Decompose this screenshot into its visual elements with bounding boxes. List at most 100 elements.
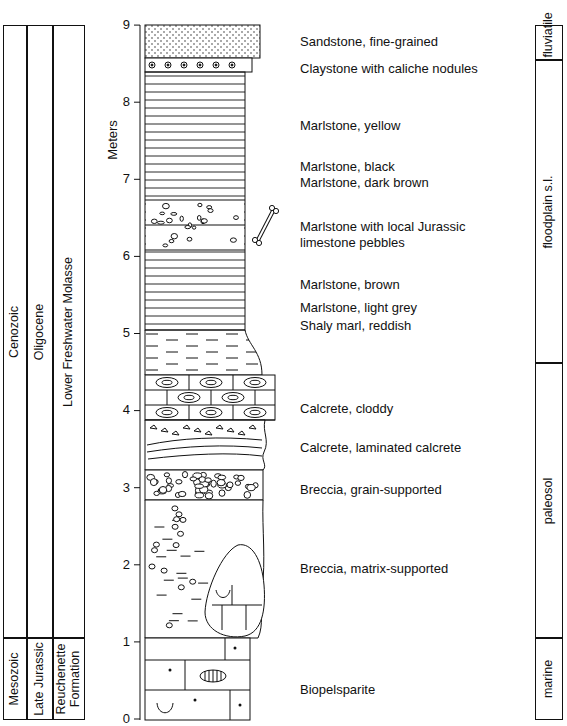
unit-band: Late Jurassic — [27, 638, 53, 720]
calcrete-nodule — [184, 395, 194, 399]
caliche-nodule — [213, 62, 219, 68]
calcrete-nodule — [162, 380, 172, 384]
pebble — [167, 218, 173, 223]
matrix-dash — [178, 578, 188, 579]
caliche-nodule — [167, 64, 169, 66]
axis-tick — [134, 719, 140, 720]
caliche-nodule — [149, 62, 155, 68]
brick-joint — [211, 390, 212, 405]
breccia-clast — [159, 487, 166, 494]
lithology-label: Marlstone, black — [300, 159, 395, 175]
axis-tick — [134, 333, 140, 334]
axis-number: 8 — [104, 94, 130, 110]
breccia-clast — [218, 475, 226, 480]
bed-line — [145, 420, 275, 421]
unit-band: floodplain s.l. — [535, 60, 563, 363]
unit-band: Mesozoic — [3, 638, 27, 720]
breccia-clast — [195, 484, 204, 488]
band-label: Cenozoic — [8, 28, 22, 635]
band-label: Mesozoic — [8, 641, 22, 717]
lithology-label: Breccia, grain-supported — [300, 482, 442, 498]
axis-number: 1 — [104, 634, 130, 650]
pebble — [192, 226, 195, 229]
calcrete-nodule — [228, 395, 238, 399]
brick-joint — [189, 405, 190, 420]
caliche-nodule — [165, 62, 171, 68]
matrix-dash — [169, 620, 179, 621]
caliche-nodule — [229, 62, 235, 68]
pebble — [151, 219, 157, 223]
breccia-clast — [205, 478, 211, 483]
breccia-clast — [161, 568, 167, 573]
breccia-clast — [179, 491, 186, 496]
breccia-clast — [211, 480, 216, 487]
unit-band: paleosol — [535, 363, 563, 638]
band-label: paleosol — [542, 366, 556, 635]
pebble — [171, 213, 177, 216]
unit-band: Reuchenette Formation — [53, 638, 85, 720]
calcrete-nodule — [162, 410, 172, 414]
brick-joint — [255, 390, 256, 405]
lithology-label: Marlstone, yellow — [300, 118, 400, 134]
calcrete-nodule — [250, 410, 260, 414]
matrix-dash — [188, 620, 198, 621]
unit-band: marine — [535, 638, 563, 720]
breccia-clast — [173, 543, 179, 548]
calcrete-nodule — [206, 380, 216, 384]
axis-title: Meters — [105, 120, 121, 160]
unit-band: fluviatile — [535, 25, 563, 60]
matrix-dash — [198, 583, 208, 584]
breccia-clast — [166, 478, 171, 484]
pebble — [198, 203, 202, 206]
clast — [183, 425, 190, 429]
lithology-label: Breccia, matrix-supported — [300, 561, 448, 577]
breccia-clast — [178, 531, 184, 536]
breccia-clast — [227, 482, 233, 488]
caliche-nodule — [151, 64, 153, 66]
matrix-dash — [181, 556, 191, 557]
breccia-clast — [150, 479, 157, 486]
axis-number: 5 — [104, 325, 130, 341]
breccia-clast — [164, 473, 169, 477]
matrix-dash — [176, 573, 186, 574]
breccia-clast — [153, 542, 159, 547]
breccia-clast — [180, 517, 186, 522]
clast — [194, 428, 201, 432]
breccia-clast — [190, 477, 197, 481]
calcrete-nodule — [156, 408, 178, 418]
matrix-dash — [173, 613, 183, 614]
clast — [216, 425, 223, 429]
band-label: Lower Freshwater Molasse — [62, 28, 76, 635]
brick-joint — [189, 375, 190, 390]
lithology-label: Marlstone, light grey — [300, 300, 417, 316]
clast — [205, 431, 212, 435]
lithology-label: Marlstone with local Jurassic limestone … — [300, 219, 505, 252]
caliche-nodule — [183, 64, 185, 66]
pebble — [180, 216, 183, 221]
pebble — [185, 226, 191, 229]
band-label: fluviatile — [542, 28, 556, 57]
clast — [249, 425, 256, 429]
breccia-clast — [166, 623, 172, 628]
pebble — [201, 219, 207, 223]
calcrete-nodule — [244, 378, 266, 388]
matrix-dash — [194, 551, 204, 552]
pebble — [187, 237, 192, 241]
axis-tick — [134, 641, 140, 642]
breccia-clast — [244, 492, 251, 499]
pebble — [160, 212, 165, 215]
axis-tick — [134, 102, 140, 103]
lithology-label: Claystone with caliche nodules — [300, 61, 478, 77]
clast — [238, 431, 245, 435]
axis-tick — [134, 256, 140, 257]
axis-number: 7 — [104, 171, 130, 187]
calcrete-nodule — [156, 378, 178, 388]
pebble — [158, 221, 165, 224]
axis-number: 9 — [104, 17, 130, 33]
breccia-clast — [176, 480, 182, 484]
lithology-label: Calcrete, cloddy — [300, 401, 393, 417]
breccia-clast — [182, 472, 187, 478]
unit-band: Oligocene — [27, 25, 53, 638]
caliche-nodule — [197, 62, 203, 68]
lithology-label: Marlstone, brown — [300, 277, 400, 293]
